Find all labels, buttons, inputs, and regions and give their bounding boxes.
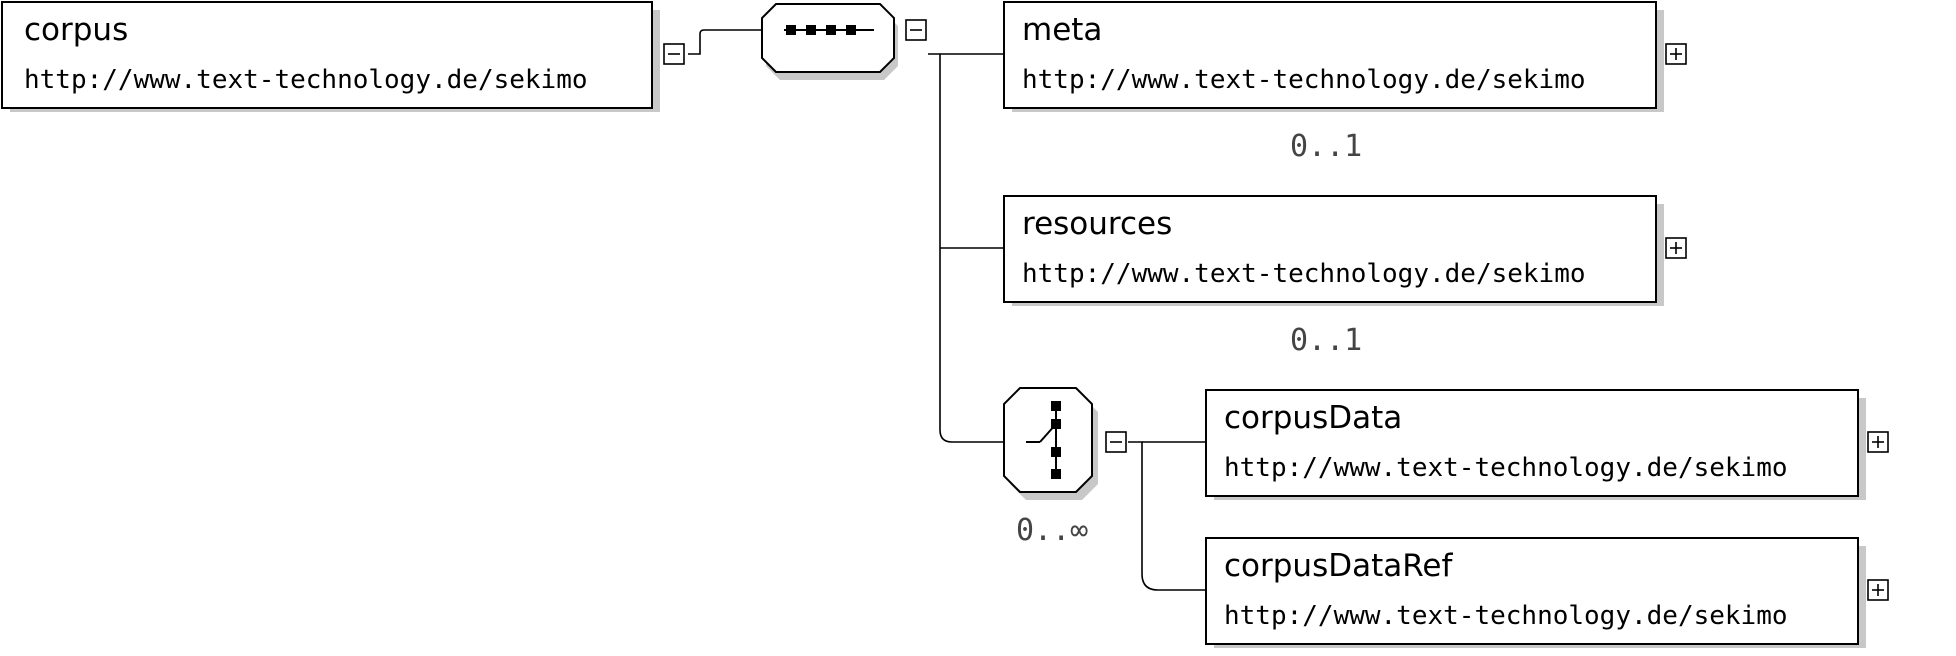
choice-compositor-icon[interactable] [1003,387,1098,500]
element-resources[interactable]: resources http://www.text-technology.de/… [1003,195,1664,306]
element-meta[interactable]: meta http://www.text-technology.de/sekim… [1003,1,1664,112]
connector-sequence-trunk [928,53,1006,443]
element-namespace: http://www.text-technology.de/sekimo [1022,65,1586,95]
plus-box-icon[interactable] [1867,431,1889,453]
element-namespace: http://www.text-technology.de/sekimo [1224,453,1788,483]
element-namespace: http://www.text-technology.de/sekimo [1022,259,1586,289]
element-name: corpusDataRef [1224,548,1453,584]
occurrence-label: 0..∞ [1016,513,1088,548]
element-namespace: http://www.text-technology.de/sekimo [1224,601,1788,631]
plus-box-icon[interactable] [1665,237,1687,259]
element-namespace: http://www.text-technology.de/sekimo [24,65,588,95]
occurrence-label: 0..1 [1290,323,1362,358]
connector-lines [688,29,1206,591]
element-corpusdataref[interactable]: corpusDataRef http://www.text-technology… [1205,537,1866,648]
minus-box-icon[interactable] [905,19,927,41]
connector-root-sequence [688,29,762,55]
element-name: corpus [24,12,128,48]
element-name: corpusData [1224,400,1402,436]
occurrence-label: 0..1 [1290,129,1362,164]
minus-box-icon[interactable] [1105,431,1127,453]
element-corpus[interactable]: corpus http://www.text-technology.de/sek… [1,1,660,112]
sequence-compositor-icon[interactable] [761,3,898,80]
element-name: resources [1022,206,1172,242]
plus-box-icon[interactable] [1665,43,1687,65]
element-corpusdata[interactable]: corpusData http://www.text-technology.de… [1205,389,1866,500]
connector-choice-trunk [1128,441,1206,591]
element-name: meta [1022,12,1102,48]
plus-box-icon[interactable] [1867,579,1889,601]
minus-box-icon[interactable] [663,43,685,65]
